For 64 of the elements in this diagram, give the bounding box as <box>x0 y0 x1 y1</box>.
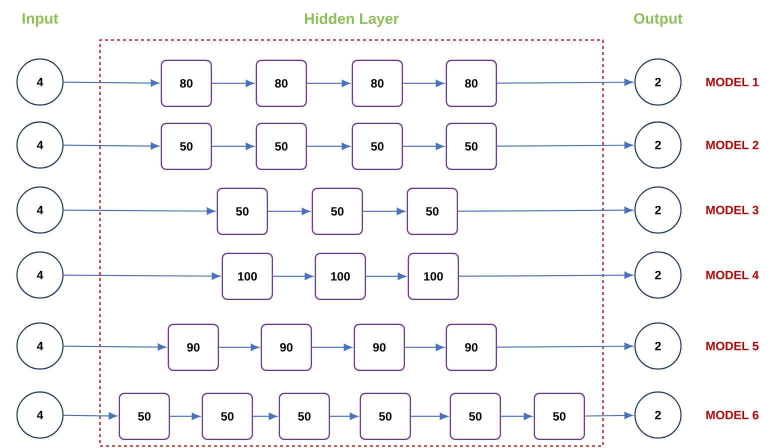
arrow <box>64 412 118 420</box>
layer-box: 80 <box>446 60 497 107</box>
layer-box: 50 <box>160 122 212 170</box>
layer-box: 100 <box>314 252 366 300</box>
arrow <box>500 412 532 420</box>
arrow <box>330 412 358 420</box>
arrow <box>268 208 310 215</box>
arrow <box>402 142 444 150</box>
model-label: MODEL 1 <box>706 78 759 86</box>
arrow <box>402 80 444 87</box>
layer-box: 50 <box>352 122 403 170</box>
arrow <box>496 342 633 350</box>
layer-box: 50 <box>446 122 497 170</box>
arrow <box>218 344 260 351</box>
layer-box: 90 <box>168 324 219 371</box>
layer-box: 80 <box>352 60 403 107</box>
column-heading: Output <box>634 13 682 27</box>
arrow <box>306 142 350 150</box>
layer-box: 50 <box>118 392 170 440</box>
group-title: Hidden Layer <box>305 13 399 27</box>
arrow <box>306 80 350 87</box>
model-label: MODEL 3 <box>706 206 758 214</box>
layer-box: 90 <box>354 324 405 371</box>
layer-box: 50 <box>450 392 501 440</box>
arrow <box>272 272 314 280</box>
layer-box: 50 <box>360 392 411 440</box>
arrow <box>458 206 633 214</box>
arrow <box>64 142 160 150</box>
model-label: MODEL 5 <box>706 342 759 350</box>
arrow <box>212 142 254 150</box>
arrow <box>496 142 633 149</box>
arrow <box>64 343 166 351</box>
arrow <box>584 412 633 420</box>
layer-box: 50 <box>534 392 585 440</box>
arrow <box>362 208 406 215</box>
arrow <box>64 208 216 215</box>
layer-box: 80 <box>160 60 212 107</box>
layer-box: 80 <box>256 60 307 107</box>
arrow <box>312 344 352 351</box>
model-label: MODEL 6 <box>706 410 758 420</box>
layer-box: 100 <box>408 252 459 300</box>
arrow <box>212 80 254 87</box>
arrow <box>496 78 633 86</box>
layer-box: 50 <box>256 122 307 170</box>
arrow <box>252 412 278 420</box>
layer-box: 50 <box>312 188 363 235</box>
layer-box: 50 <box>202 392 253 440</box>
model-label: MODEL 4 <box>706 270 759 280</box>
model-label: MODEL 2 <box>706 140 758 150</box>
arrow <box>410 412 448 420</box>
arrow <box>404 344 444 351</box>
arrow <box>366 272 406 280</box>
layer-box: 90 <box>446 324 497 371</box>
layer-box: 50 <box>278 392 330 440</box>
column-heading: Input <box>22 13 58 27</box>
layer-box: 90 <box>260 324 312 371</box>
arrow <box>170 412 200 420</box>
layer-box: 50 <box>216 188 268 235</box>
arrow <box>458 272 633 279</box>
arrow <box>64 272 220 280</box>
dashed-group-box <box>99 39 604 447</box>
layer-box: 100 <box>222 252 273 300</box>
arrow <box>64 79 160 87</box>
layer-box: 50 <box>406 188 458 235</box>
